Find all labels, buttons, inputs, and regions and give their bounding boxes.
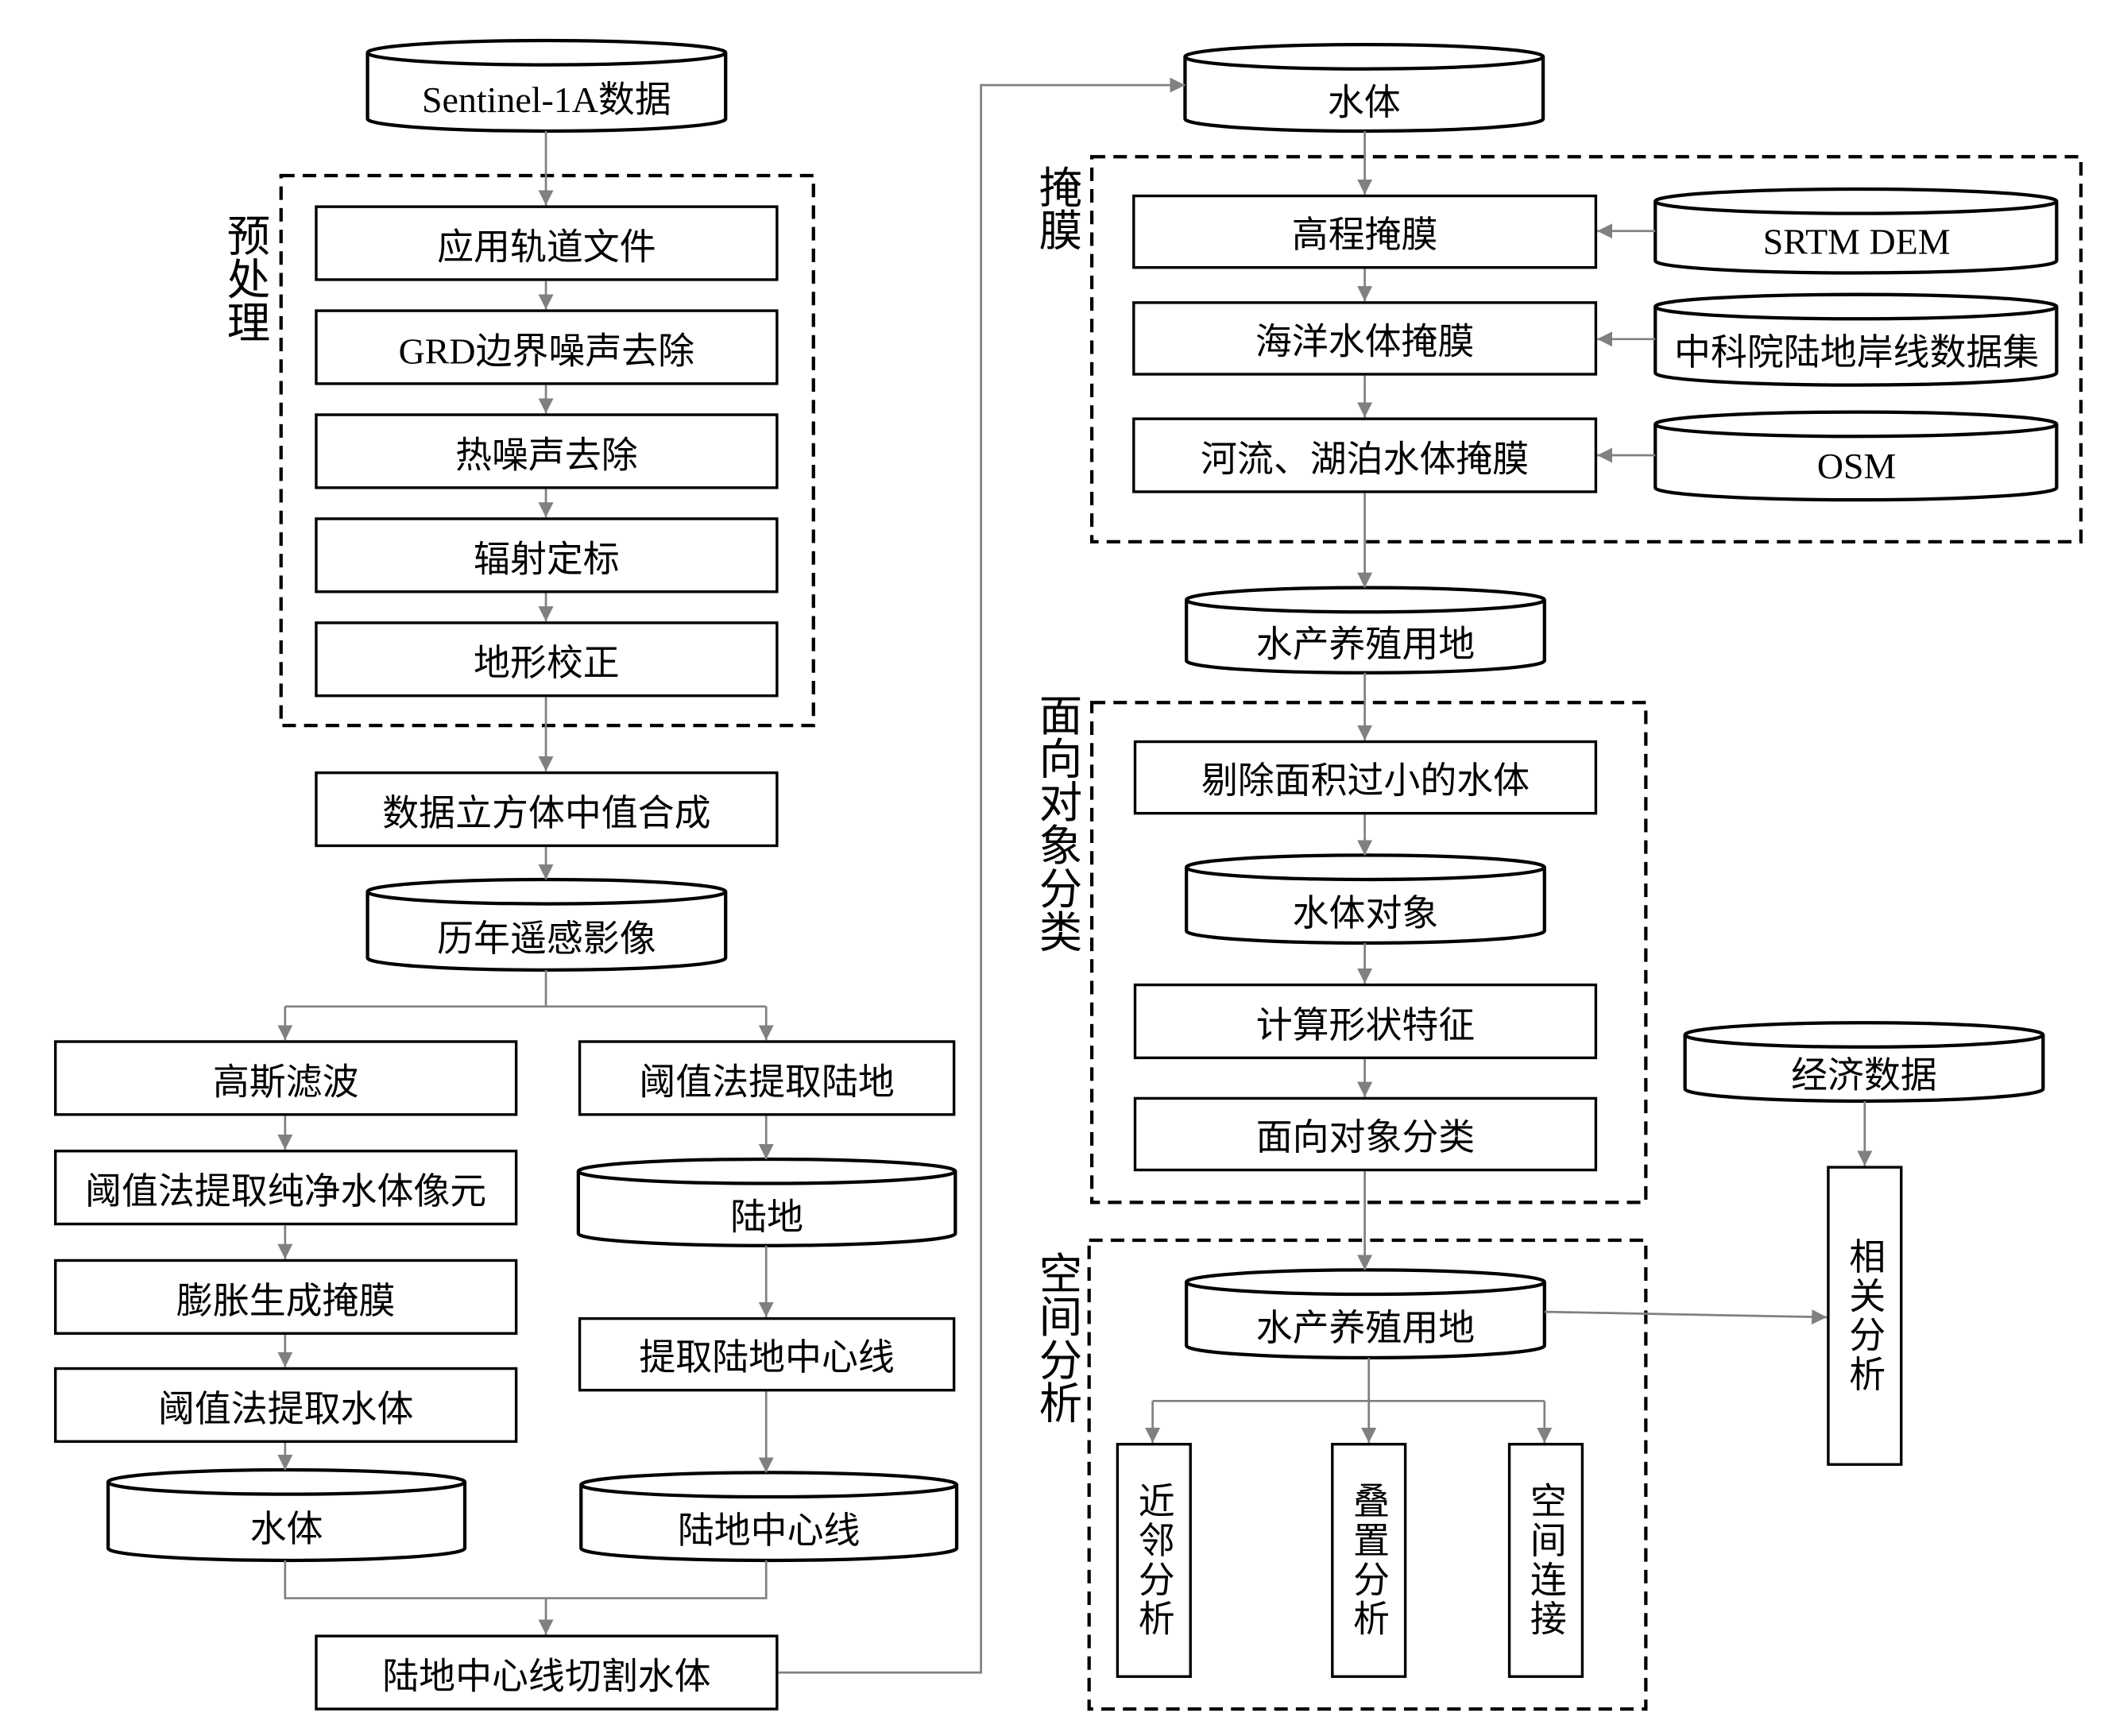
source-data-cylinder: Sentinel-1A数据 — [422, 79, 671, 121]
coastline-dataset-cylinder: 中科院陆地岸线数据集 — [1674, 331, 2040, 373]
arrow-connector — [1544, 1309, 1828, 1325]
step-elevation-mask: 高程掩膜 — [1132, 194, 1598, 269]
cylinder-shape — [1185, 1268, 1546, 1360]
spatial-analysis-label: 空间分析 — [1033, 1251, 1083, 1425]
preprocess-group — [279, 173, 815, 728]
step-object-classification: 面向对象分类 — [1133, 1096, 1598, 1172]
step-dilation-mask: 膨胀生成掩膜 — [54, 1259, 518, 1335]
cylinder-shape — [579, 1471, 959, 1563]
cylinder-shape — [1683, 1021, 2045, 1103]
step-radiometric-calibration: 辐射定标 — [315, 517, 779, 593]
step-pure-water-pixels: 阈值法提取纯净水体像元 — [54, 1150, 518, 1226]
step-proximity-analysis: 近邻分析 — [1116, 1443, 1192, 1678]
cylinder-shape — [1654, 292, 2059, 387]
aquaculture-cylinder-2: 水产养殖用地 — [1255, 1307, 1476, 1348]
cylinder-shape — [1185, 853, 1546, 945]
yearly-images-cylinder: 历年遥感影像 — [437, 918, 656, 960]
land-cylinder: 陆地 — [730, 1196, 804, 1237]
cylinder-shape — [1654, 187, 2059, 275]
step-land-centerline: 提取陆地中心线 — [578, 1316, 956, 1392]
cylinder-shape — [106, 1467, 467, 1563]
land-centerline-cylinder: 陆地中心线 — [677, 1510, 861, 1552]
step-correlation-analysis: 相关分析 — [1827, 1166, 1903, 1466]
step-extract-water: 阈值法提取水体 — [54, 1367, 518, 1444]
obia-group — [1089, 701, 1648, 1204]
water-objects-cylinder: 水体对象 — [1292, 892, 1439, 934]
step-extract-land: 阈值法提取陆地 — [578, 1040, 956, 1116]
cylinder-shape — [366, 38, 728, 133]
cylinder-shape — [1183, 42, 1545, 133]
step-median-composite: 数据立方体中值合成 — [315, 771, 779, 848]
cylinder-shape — [1654, 410, 2059, 502]
preprocess-label: 预处理 — [221, 213, 271, 343]
step-ocean-mask: 海洋水体掩膜 — [1132, 301, 1598, 376]
cylinder-shape — [1185, 586, 1546, 675]
step-grd-border-noise: GRD边界噪声去除 — [315, 309, 779, 385]
obia-label: 面向对象分类 — [1033, 693, 1083, 953]
step-cut-water: 陆地中心线切割水体 — [315, 1634, 779, 1711]
step-shape-features: 计算形状特征 — [1133, 983, 1598, 1060]
cylinder-shape — [576, 1157, 957, 1247]
step-overlay-analysis: 叠置分析 — [1331, 1443, 1407, 1678]
economic-data-cylinder: 经济数据 — [1791, 1054, 1937, 1096]
arrow-connector — [778, 77, 1186, 1674]
mask-label: 掩膜 — [1033, 164, 1083, 252]
step-gaussian-filter: 高斯滤波 — [54, 1040, 518, 1116]
spatial-analysis-group — [1087, 1238, 1648, 1711]
line-connector — [284, 1560, 768, 1599]
step-orbit-file: 应用轨道文件 — [315, 205, 779, 281]
aquaculture-cylinder: 水产养殖用地 — [1255, 624, 1476, 665]
water-cylinder: 水体 — [249, 1509, 323, 1550]
step-terrain-correction: 地形校正 — [315, 621, 779, 698]
water-input-cylinder: 水体 — [1327, 81, 1401, 122]
osm-cylinder: OSM — [1816, 445, 1897, 486]
step-river-lake-mask: 河流、湖泊水体掩膜 — [1132, 417, 1598, 493]
step-remove-small-water: 剔除面积过小的水体 — [1133, 740, 1598, 815]
srtm-dem-cylinder: SRTM DEM — [1762, 221, 1951, 262]
step-spatial-join: 空间连接 — [1507, 1443, 1584, 1678]
step-thermal-noise: 热噪声去除 — [315, 413, 779, 489]
mask-group — [1089, 155, 2083, 543]
cylinder-shape — [366, 877, 728, 972]
